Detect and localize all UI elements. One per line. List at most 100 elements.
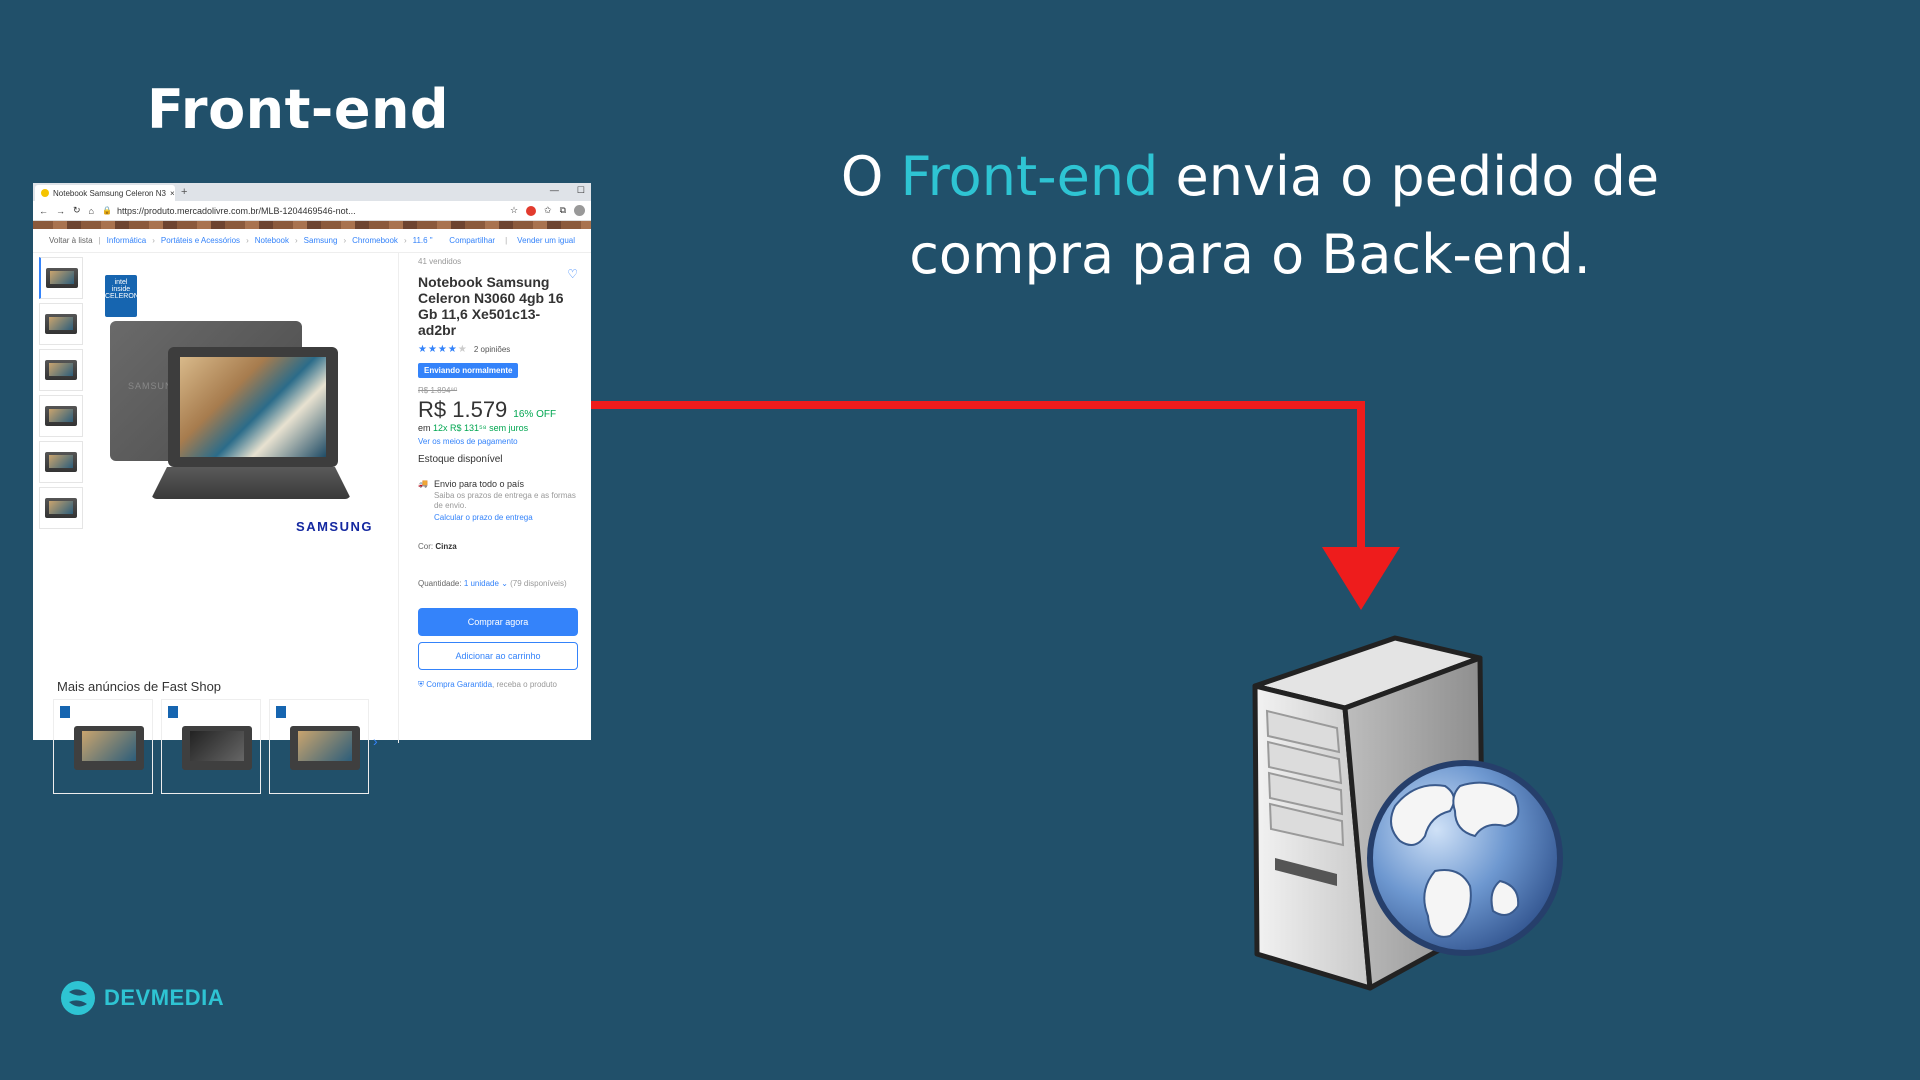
color-value: Cinza	[435, 542, 457, 551]
globe-continents	[1390, 781, 1520, 938]
chevron-down-icon: ⌄	[501, 579, 508, 588]
installments: em 12x R$ 131⁵⁸ sem juros	[418, 423, 578, 433]
related-card[interactable]	[161, 699, 261, 794]
server-vents	[1265, 709, 1345, 847]
guarantee-link[interactable]: Compra Garantida	[426, 680, 493, 689]
maximize-icon[interactable]: ☐	[576, 185, 585, 195]
home-icon[interactable]: ⌂	[88, 205, 94, 216]
address-bar[interactable]: 🔒 https://produto.mercadolivre.com.br/ML…	[102, 206, 502, 216]
arrow-line	[591, 401, 1365, 555]
breadcrumb-item[interactable]: Samsung	[303, 236, 338, 245]
minimize-icon[interactable]: —	[549, 185, 559, 195]
profile-avatar[interactable]	[574, 205, 585, 216]
old-price: R$ 1.894⁹⁰	[418, 386, 458, 395]
thumbnail[interactable]	[39, 257, 83, 299]
thumbnail[interactable]	[39, 441, 83, 483]
shipping-text: Envio para todo o país Saiba os prazos d…	[434, 479, 578, 522]
breadcrumb-separator: ›	[246, 236, 249, 245]
breadcrumb-actions: Compartilhar | Vender um igual	[449, 236, 575, 245]
star-icon[interactable]: ☆	[509, 205, 519, 215]
thumbnail[interactable]	[39, 349, 83, 391]
shipping-info: 🚚 Envio para todo o país Saiba os prazos…	[418, 479, 578, 522]
color-selector: Cor: Cinza	[418, 542, 578, 551]
payment-methods-link[interactable]: Ver os meios de pagamento	[418, 437, 518, 446]
intel-badge: intel inside CELERON	[105, 275, 139, 317]
guarantee-text: , receba o produto	[492, 680, 557, 689]
devmedia-logo: DEVMEDIA	[60, 980, 224, 1016]
share-link[interactable]: Compartilhar	[449, 236, 496, 245]
breadcrumb-separator: ›	[343, 236, 347, 245]
installments-prefix: em	[418, 423, 434, 433]
thumbnail[interactable]	[39, 487, 83, 529]
laptop-thumb-image	[45, 452, 77, 472]
quantity-value: 1 unidade	[463, 579, 499, 588]
back-arrow-icon[interactable]: ←	[39, 205, 48, 216]
laptop-thumb-image	[45, 268, 78, 288]
stock-status: Estoque disponível	[418, 454, 503, 465]
quantity-label: Quantidade:	[418, 579, 464, 588]
quantity-available: (79 disponíveis)	[510, 579, 567, 588]
chevron-right-icon[interactable]: ›	[373, 733, 378, 749]
laptop-screen	[180, 357, 326, 457]
breadcrumb-item[interactable]: Informática	[106, 236, 147, 245]
related-title: Mais anúncios de Fast Shop	[57, 679, 222, 694]
headline-accent: Front-end	[900, 145, 1159, 208]
lock-icon: 🔒	[101, 206, 112, 215]
sell-similar-link[interactable]: Vender um igual	[517, 236, 575, 245]
truck-icon: 🚚	[418, 479, 428, 488]
heart-icon[interactable]: ♡	[567, 267, 578, 281]
rating[interactable]: ★★★★★ 2 opiniões	[418, 344, 578, 355]
product-main-image[interactable]: intel inside CELERON SAMSUNG SAMSUNG	[93, 261, 393, 561]
product-title: Notebook Samsung Celeron N3060 4gb 16 Gb…	[418, 274, 564, 338]
price-row: R$ 1.579 16% OFF	[418, 397, 578, 423]
laptop-front-image	[168, 347, 338, 467]
breadcrumb-separator: ›	[152, 236, 155, 245]
breadcrumb-item[interactable]: Portáteis e Acessórios	[160, 236, 241, 245]
thumbnail[interactable]	[39, 395, 83, 437]
intel-badge-mini	[276, 706, 286, 718]
color-label: Cor:	[418, 542, 436, 551]
breadcrumb-separator: ›	[403, 236, 407, 245]
browser-tabbar: Notebook Samsung Celeron N3 × + — ☐	[33, 183, 591, 201]
shipping-calc-link[interactable]: Calcular o prazo de entrega	[433, 513, 533, 522]
related-card[interactable]	[269, 699, 369, 794]
devmedia-logo-icon	[61, 981, 95, 1015]
new-tab-button[interactable]: +	[181, 186, 188, 198]
buy-now-button[interactable]: Comprar agora	[418, 608, 578, 636]
back-to-list-link[interactable]: Voltar à lista	[49, 236, 93, 245]
reload-icon[interactable]: ↻	[73, 205, 81, 215]
url-text: https://produto.mercadolivre.com.br/MLB-…	[116, 205, 356, 216]
shipping-title: Envio para todo o país	[433, 479, 525, 489]
devmedia-logo-text: DEVMEDIA	[104, 985, 225, 1010]
browser-tab[interactable]: Notebook Samsung Celeron N3 ×	[35, 185, 175, 201]
server-globe-icon	[1252, 635, 1563, 991]
installments-value: 12x R$ 131⁵⁸ sem juros	[433, 423, 529, 433]
shipping-badge: Enviando normalmente	[418, 363, 519, 378]
review-count: 2 opiniões	[473, 345, 511, 354]
quantity-selector[interactable]: Quantidade: 1 unidade ⌄ (79 disponíveis)	[418, 579, 578, 588]
add-to-cart-button[interactable]: Adicionar ao carrinho	[418, 642, 578, 670]
breadcrumb-item[interactable]: Notebook	[254, 236, 289, 245]
thumbnail[interactable]	[39, 303, 83, 345]
forward-arrow-icon[interactable]: →	[56, 205, 65, 216]
thumbnail-list	[39, 257, 85, 533]
arrow-head-icon	[1322, 547, 1400, 610]
headline-suffix: envia o pedido de compra para o Back-end…	[909, 145, 1660, 286]
laptop-keyboard	[151, 467, 351, 499]
sold-count: 41 vendidos	[418, 257, 462, 266]
tab-close-icon[interactable]: ×	[169, 188, 175, 198]
page-banner	[33, 221, 591, 229]
related-card[interactable]	[53, 699, 153, 794]
laptop-brand-text: SAMSUNG	[128, 381, 181, 391]
related-laptop-image	[290, 726, 360, 770]
breadcrumb-item[interactable]: Chromebook	[352, 236, 398, 245]
extension-icon[interactable]	[526, 205, 537, 216]
browser-screenshot: Notebook Samsung Celeron N3 × + — ☐ ← → …	[33, 183, 591, 794]
breadcrumb-item[interactable]: 11.6 "	[412, 236, 433, 245]
shield-icon: ⛨	[418, 680, 424, 689]
slide-title: Front-end	[147, 78, 450, 141]
intel-badge-mini	[168, 706, 178, 718]
collections-icon[interactable]: ⧉	[559, 205, 566, 215]
shipping-desc: Saiba os prazos de entrega e as formas d…	[433, 491, 576, 510]
favorites-icon[interactable]: ✩	[544, 205, 552, 215]
